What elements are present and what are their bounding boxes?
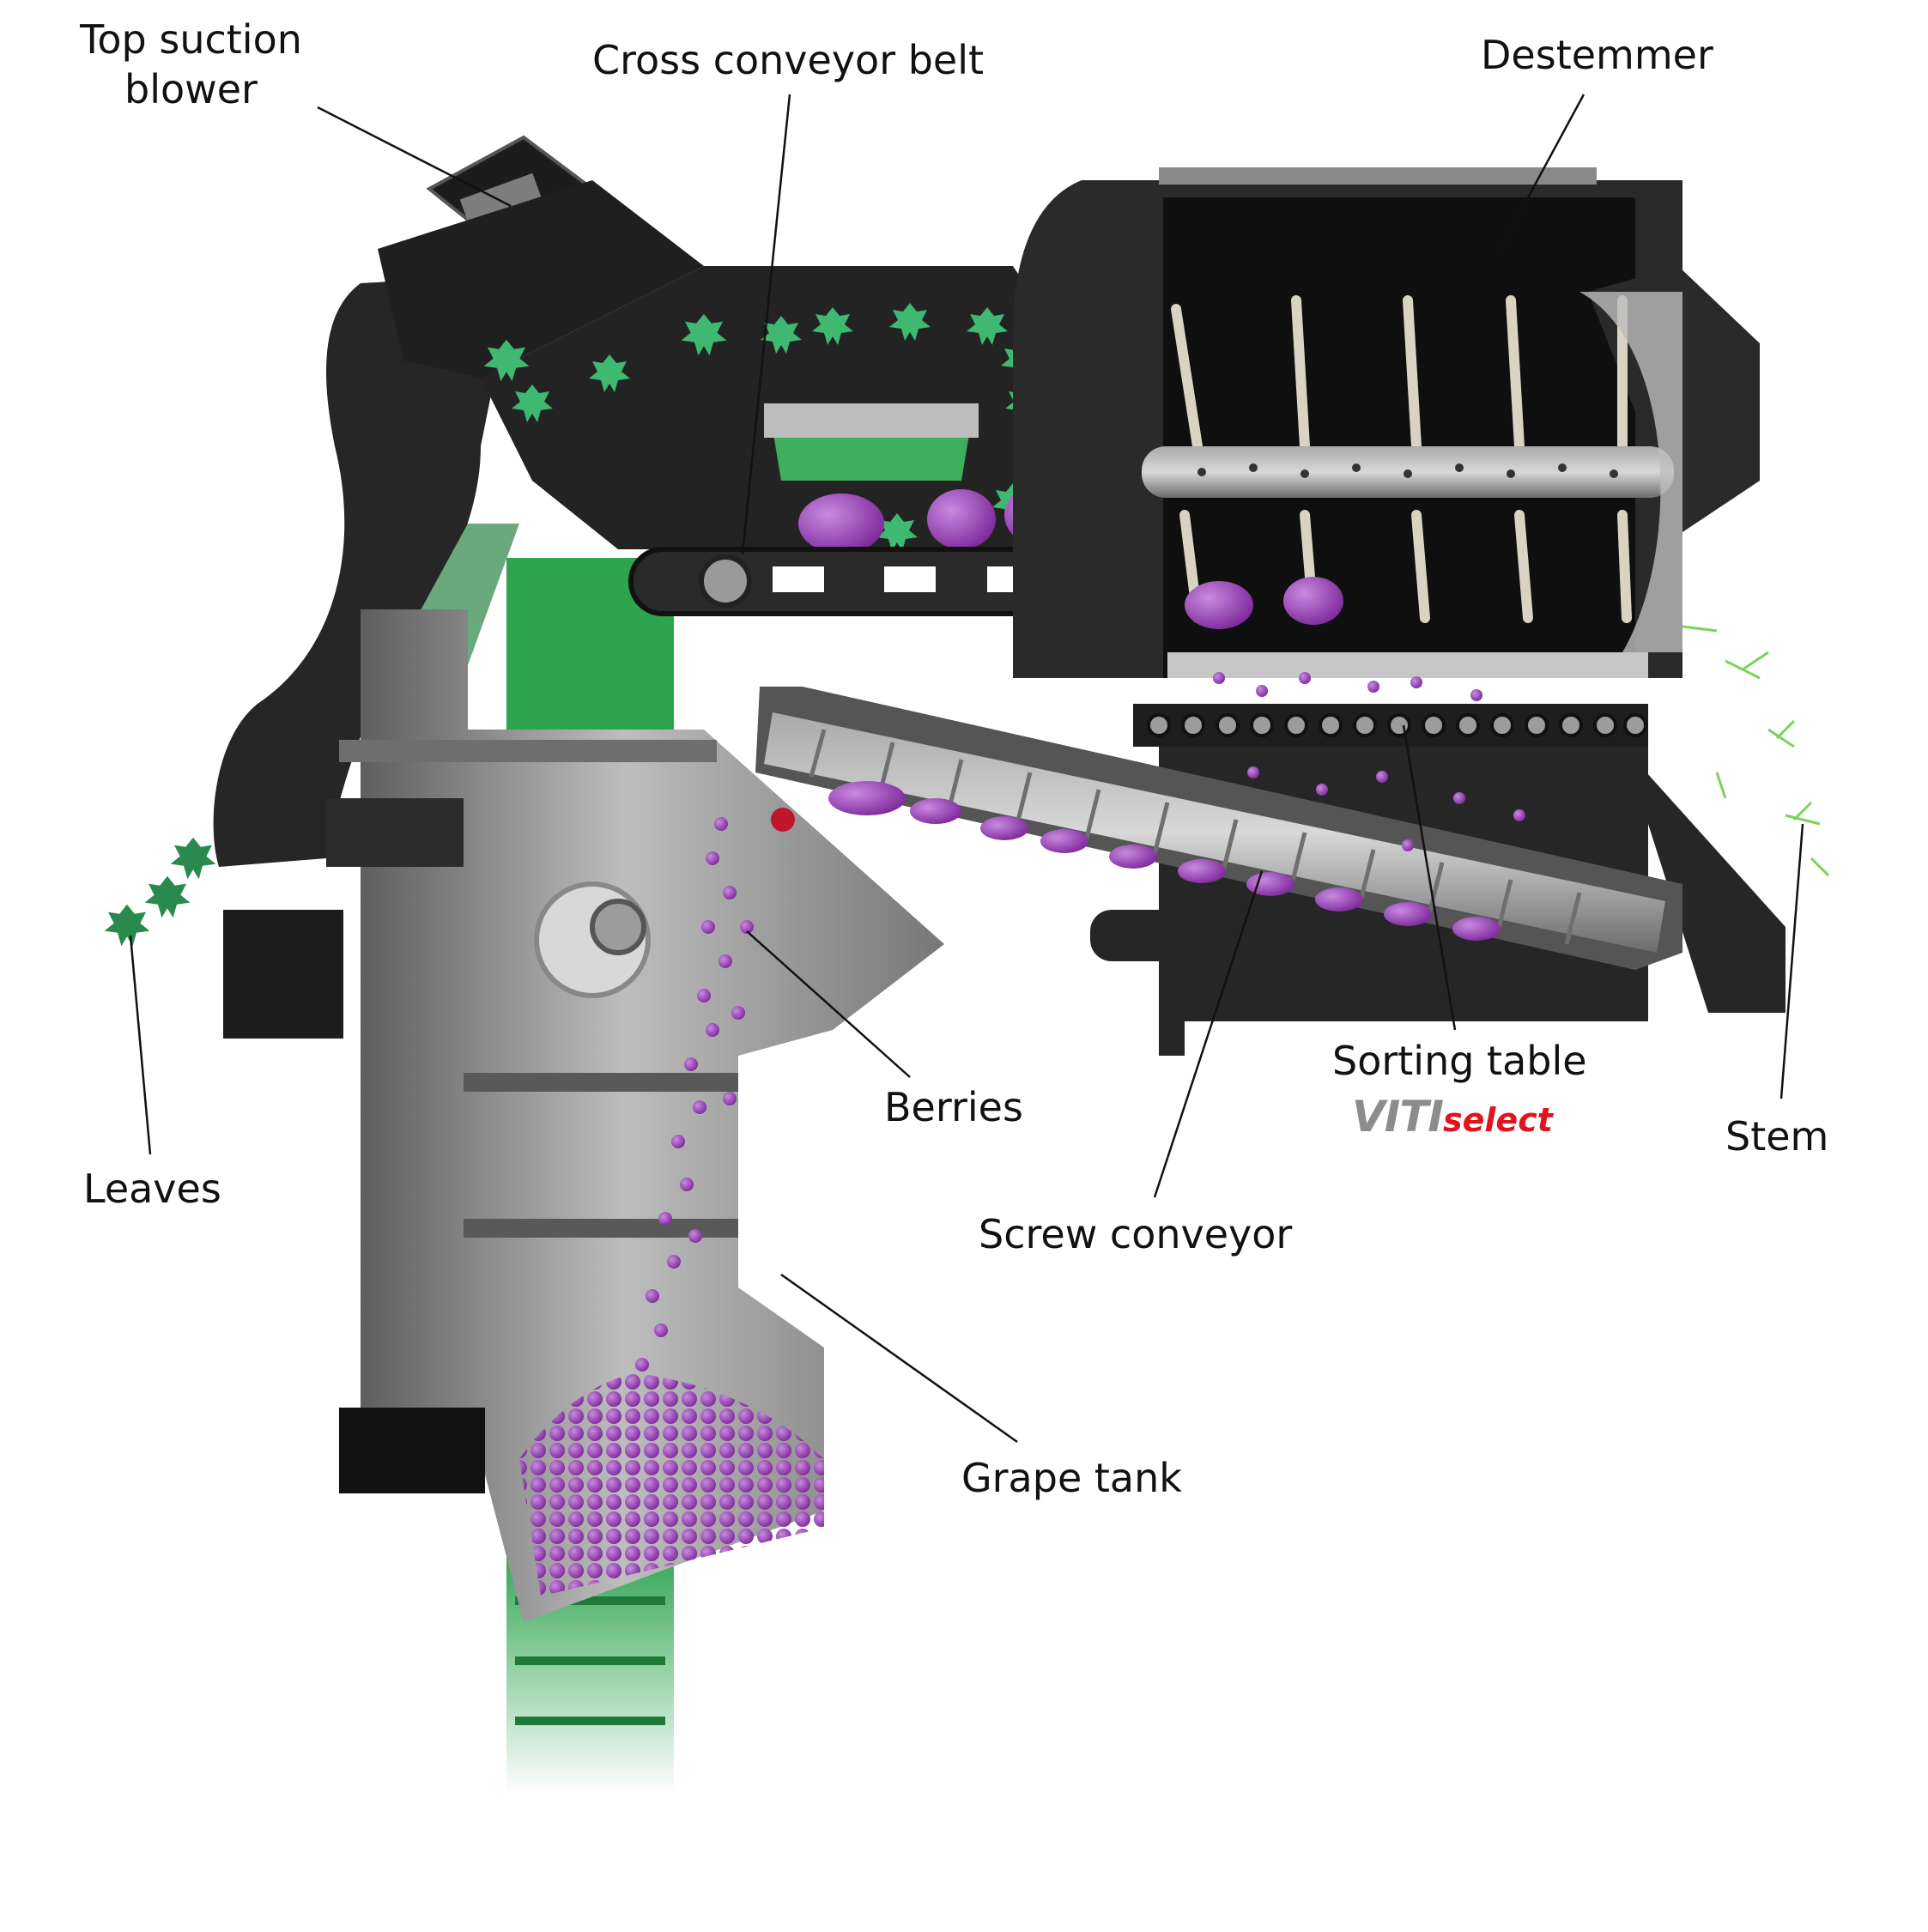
label-top-suction-blower-line1: Top suction (80, 16, 302, 63)
label-berries: Berries (884, 1084, 1023, 1130)
sorting-table-rollers (1133, 704, 1648, 747)
screw-conveyor-unit (755, 687, 1682, 970)
logo-select: select (1443, 1101, 1553, 1139)
berry-pile (519, 1373, 824, 1596)
label-screw-conveyor: Screw conveyor (979, 1211, 1293, 1257)
leader-berries (746, 930, 911, 1078)
leader-top-suction-blower (317, 106, 512, 208)
leader-stem (1779, 823, 1804, 1099)
leader-screw-conveyor (1153, 870, 1264, 1198)
conveyor-hopper (773, 429, 970, 481)
label-destemmer: Destemmer (1481, 32, 1713, 78)
leader-sorting-table (1402, 724, 1457, 1031)
flying-stems (1682, 625, 1830, 877)
label-sorting-table: Sorting table (1332, 1038, 1587, 1084)
suction-duct (213, 275, 515, 867)
conveyor-roller (764, 403, 979, 438)
destemmer-unit (1013, 167, 1760, 678)
grape-tank-unit (223, 609, 944, 1622)
top-suction-blower-unit (378, 135, 704, 378)
leader-lines (129, 94, 1804, 1444)
label-leaves: Leaves (83, 1166, 221, 1212)
leader-cross-conveyor-belt (741, 94, 791, 554)
label-stem: Stem (1725, 1113, 1829, 1160)
elevator-rungs (515, 1596, 665, 1725)
label-top-suction-blower: Top suction blower (69, 15, 313, 114)
logo-viti: VITI (1352, 1092, 1444, 1142)
label-cross-conveyor-belt: Cross conveyor belt (592, 37, 985, 83)
label-top-suction-blower-line2: blower (124, 65, 258, 112)
leader-leaves (129, 935, 152, 1155)
viti-select-logo: VITIselect (1352, 1092, 1553, 1142)
flying-leaves (104, 837, 216, 947)
leader-destemmer (1496, 94, 1585, 254)
label-grape-tank: Grape tank (961, 1455, 1182, 1501)
falling-berries (635, 817, 754, 1372)
scattered-berries (1213, 672, 1525, 851)
leader-grape-tank (780, 1273, 1018, 1444)
